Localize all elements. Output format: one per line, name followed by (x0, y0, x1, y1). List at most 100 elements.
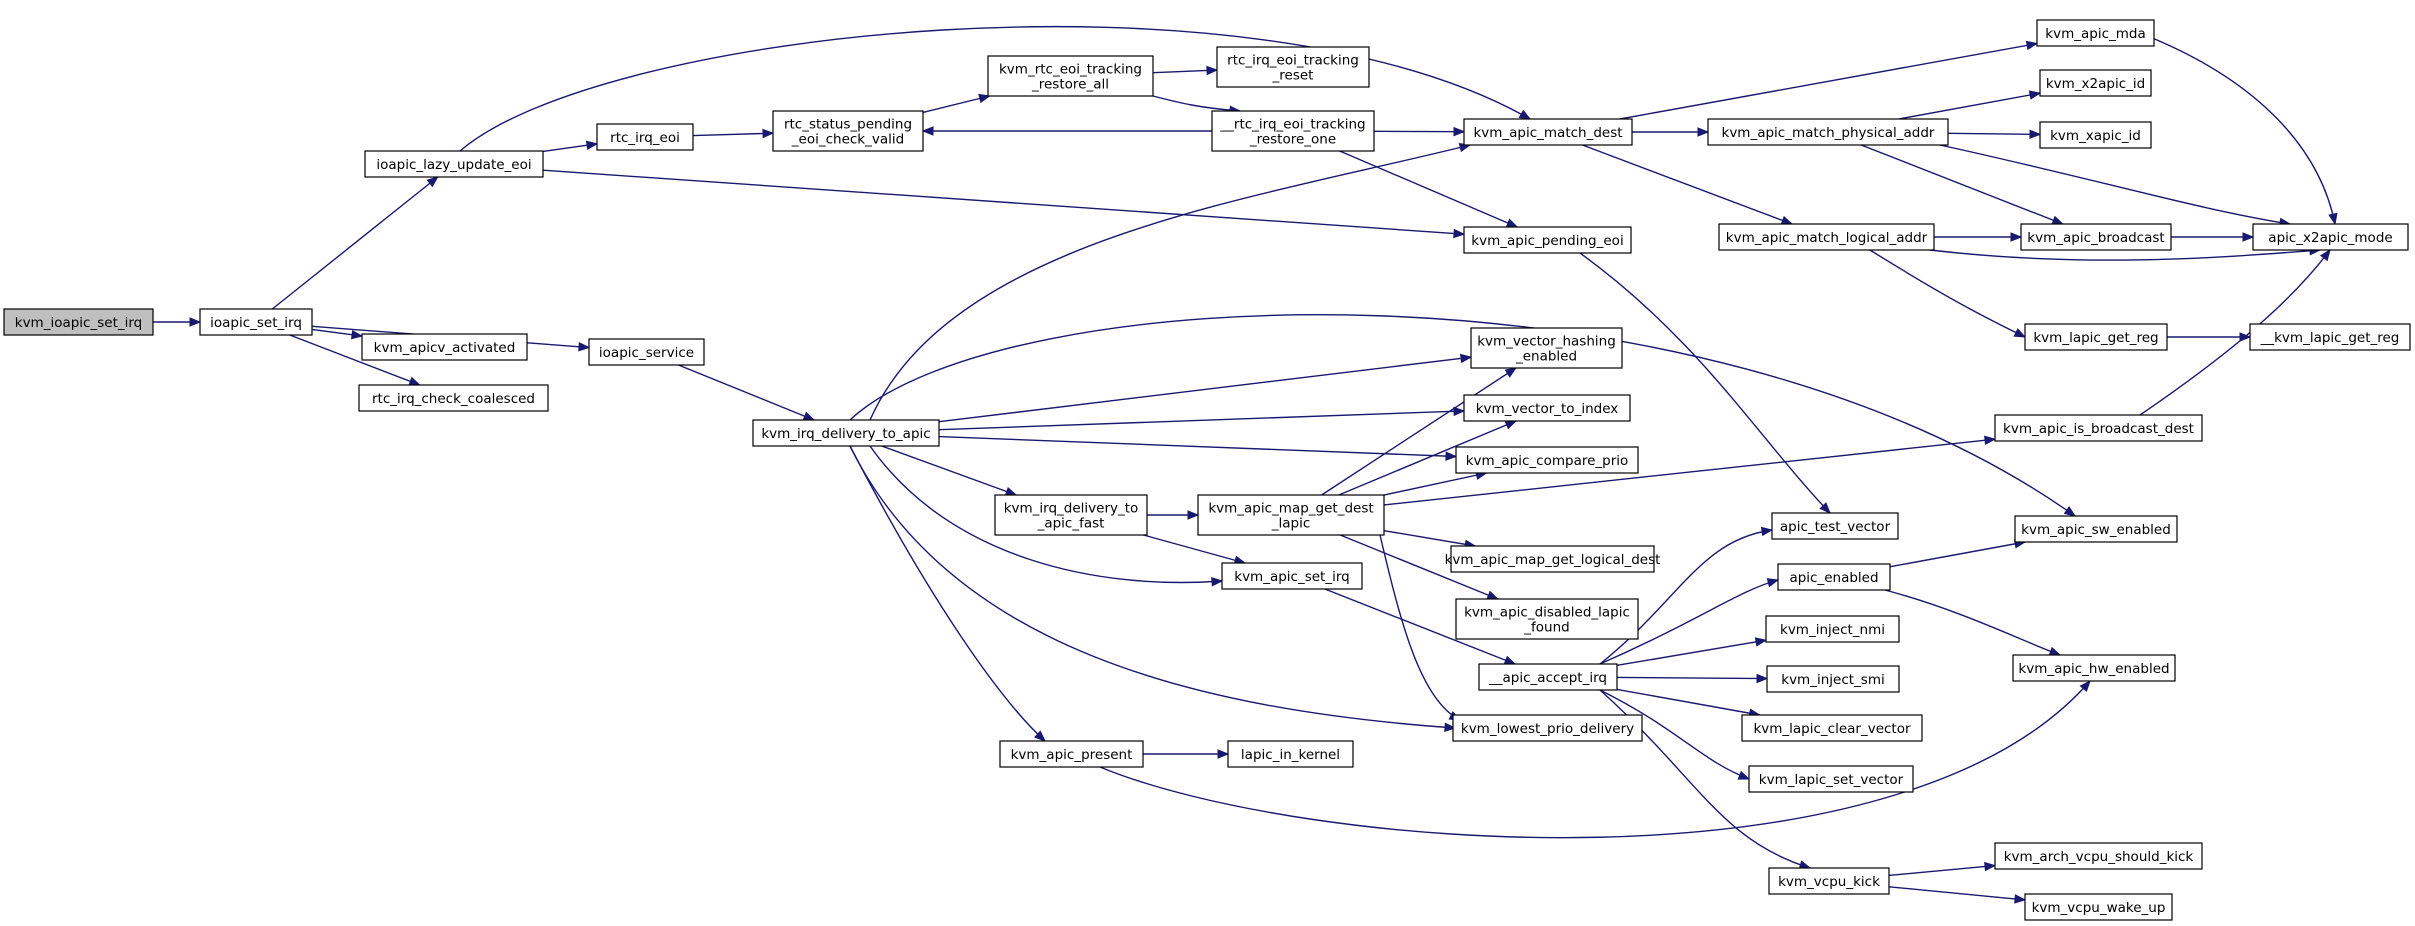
node-kvm-apic-hw-enabled[interactable]: kvm_apic_hw_enabled (2012, 654, 2176, 682)
edge-apic_enabled-to-kvm_apic_sw_enabled (1889, 539, 2027, 568)
node-ioapic-lazy-update-eoi[interactable]: ioapic_lazy_update_eoi (364, 150, 544, 178)
edge-line (1889, 541, 2026, 568)
node-box (1994, 842, 2203, 870)
node-box (2012, 654, 2176, 682)
node-kvm-apic-present[interactable]: kvm_apic_present (999, 740, 1144, 768)
edge-line (1599, 529, 1773, 665)
edge-ioapic_lazy_update_eoi-to-kvm_apic_match_dest (459, 26, 1532, 152)
node-lapic-in-kernel[interactable]: lapic_in_kernel (1227, 740, 1354, 768)
node-label-line: kvm_x2apic_id (2046, 76, 2145, 92)
node-kvm-vector-hashing-enabled[interactable]: kvm_vector_hashing_enabled (1470, 327, 1623, 369)
node-kvm-apic-sw-enabled[interactable]: kvm_apic_sw_enabled (2014, 515, 2178, 543)
edge-kvm_lapic_get_reg-to-__kvm_lapic_get_reg (2167, 332, 2252, 342)
node-kvm-apic-compare-prio[interactable]: kvm_apic_compare_prio (1455, 446, 1639, 474)
node-rtc-irq-check-coalesced[interactable]: rtc_irq_check_coalesced (358, 384, 549, 412)
node-box (987, 55, 1154, 97)
node-kvm-apic-is-broadcast-dest[interactable]: kvm_apic_is_broadcast_dest (1994, 414, 2203, 442)
arrowhead (1737, 770, 1751, 780)
node-kvm-apic-mda[interactable]: kvm_apic_mda (2036, 19, 2155, 47)
node-rtc-status-pending-eoi-check-valid[interactable]: rtc_status_pending_eoi_check_valid (772, 110, 924, 152)
node-kvm-ioapic-set-irq[interactable]: kvm_ioapic_set_irq (3, 308, 154, 336)
node-kvm-xapic-id[interactable]: kvm_xapic_id (2039, 121, 2152, 149)
node-kvm-vcpu-wake-up[interactable]: kvm_vcpu_wake_up (2024, 893, 2173, 921)
node-box (1450, 545, 1655, 573)
edge-kvm_apic_map_get_dest_lapic-to-kvm_apic_is_broadcast_dest (1383, 435, 1997, 506)
node-box (999, 740, 1144, 768)
node-kvm-apicv-activated[interactable]: kvm_apicv_activated (361, 333, 528, 361)
node-kvm-apic-pending-eoi[interactable]: kvm_apic_pending_eoi (1463, 226, 1632, 254)
node-kvm-lapic-get-reg[interactable]: kvm_lapic_get_reg (2024, 323, 2168, 351)
arrowhead (2063, 506, 2077, 517)
edge-kvm_rtc_eoi_tracking_restore_all-to-rtc_irq_eoi_tracking_reset (1152, 65, 1219, 76)
node-kvm-lapic-set-vector[interactable]: kvm_lapic_set_vector (1748, 765, 1914, 793)
arrowhead (978, 93, 991, 104)
node-kvm-apic-match-physical-addr[interactable]: kvm_apic_match_physical_addr (1707, 118, 1949, 146)
node-ioapic-service[interactable]: ioapic_service (588, 338, 705, 366)
node-kvm-apic-disabled-lapic-found[interactable]: kvm_apic_disabled_lapic_found (1455, 598, 1639, 640)
edge-kvm_apic_map_get_dest_lapic-to-kvm_vector_to_index (1338, 420, 1518, 496)
node-box (1718, 223, 1935, 251)
node-box (1777, 563, 1891, 591)
node-apic-enabled[interactable]: apic_enabled (1777, 563, 1891, 591)
node-kvm-apic-map-get-dest-lapic[interactable]: kvm_apic_map_get_dest_lapic (1197, 494, 1385, 536)
node-kvm-lapic-clear-vector[interactable]: kvm_lapic_clear_vector (1741, 714, 1923, 742)
edge-kvm_irq_delivery_to_apic-to-kvm_apic_sw_enabled (849, 314, 2077, 517)
node---apic-accept-irq[interactable]: __apic_accept_irq (1478, 663, 1618, 691)
node-kvm-inject-smi[interactable]: kvm_inject_smi (1766, 665, 1900, 693)
edge-line (271, 176, 439, 310)
edge-kvm_irq_delivery_to_apic-to-kvm_apic_match_dest (869, 142, 1472, 421)
arrowhead (1004, 486, 1018, 496)
node-rtc-irq-eoi[interactable]: rtc_irq_eoi (596, 123, 694, 151)
node---kvm-lapic-get-reg[interactable]: __kvm_lapic_get_reg (2249, 323, 2411, 351)
node-rtc-irq-eoi-tracking-reset[interactable]: rtc_irq_eoi_tracking_reset (1216, 46, 1370, 88)
node-kvm-irq-delivery-to-apic-fast[interactable]: kvm_irq_delivery_to_apic_fast (994, 494, 1148, 536)
node-label-line: ioapic_service (599, 345, 694, 361)
edge-line (2139, 32, 2336, 225)
edge-line (922, 95, 990, 114)
node-kvm-vector-to-index[interactable]: kvm_vector_to_index (1463, 394, 1631, 422)
arrowhead (1504, 367, 1518, 378)
node---rtc-irq-eoi-tracking-restore-one[interactable]: __rtc_irq_eoi_tracking_restore_one (1211, 110, 1375, 152)
node-kvm-irq-delivery-to-apic[interactable]: kvm_irq_delivery_to_apic (752, 419, 940, 447)
edge-line (938, 435, 1457, 458)
arrowhead (1505, 218, 1519, 228)
node-box (361, 333, 528, 361)
edge-line (1947, 132, 2041, 136)
arrowhead (1460, 353, 1473, 364)
edge-kvm_vcpu_kick-to-kvm_vcpu_wake_up (1888, 886, 2027, 904)
node-ioapic-set-irq[interactable]: ioapic_set_irq (199, 308, 313, 336)
node-kvm-rtc-eoi-tracking-restore-all[interactable]: kvm_rtc_eoi_tracking_restore_all (987, 55, 1154, 97)
arrowhead (2079, 679, 2091, 693)
edge-apic_enabled-to-kvm_apic_hw_enabled (1884, 589, 2062, 656)
edge-layer (153, 26, 2338, 904)
edge-line (1616, 639, 1767, 667)
node-kvm-apic-match-logical-addr[interactable]: kvm_apic_match_logical_addr (1718, 223, 1935, 251)
node-kvm-inject-nmi[interactable]: kvm_inject_nmi (1765, 615, 1900, 643)
node-kvm-x2apic-id[interactable]: kvm_x2apic_id (2039, 69, 2152, 97)
node-apic-test-vector[interactable]: apic_test_vector (1771, 512, 1899, 540)
edge-line (1099, 680, 2091, 839)
node-kvm-lowest-prio-delivery[interactable]: kvm_lowest_prio_delivery (1452, 714, 1643, 742)
edge-line (869, 144, 1471, 421)
node-kvm-vcpu-kick[interactable]: kvm_vcpu_kick (1768, 867, 1890, 895)
edge-line (881, 445, 1017, 496)
node-kvm-apic-broadcast[interactable]: kvm_apic_broadcast (2020, 223, 2172, 251)
node-label-line: kvm_apic_broadcast (2027, 230, 2164, 246)
node-kvm-arch-vcpu-should-kick[interactable]: kvm_arch_vcpu_should_kick (1994, 842, 2203, 870)
edge-__apic_accept_irq-to-apic_enabled (1599, 578, 1780, 665)
node-apic-x2apic-mode[interactable]: apic_x2apic_mode (2252, 223, 2409, 251)
node-box (2024, 893, 2173, 921)
edge-kvm_apic_match_dest-to-kvm_apic_match_physical_addr (1632, 127, 1710, 137)
node-label-line: rtc_irq_eoi (610, 130, 680, 146)
node-label-line: _lapic (1271, 516, 1311, 532)
edge-kvm_irq_delivery_to_apic-to-kvm_apic_present (849, 445, 1046, 742)
edge-ioapic_set_irq-to-rtc_irq_check_coalesced (289, 334, 421, 386)
node-kvm-apic-map-get-logical-dest[interactable]: kvm_apic_map_get_logical_dest (1445, 545, 1661, 573)
node-box (772, 110, 924, 152)
edge-line (1860, 144, 2064, 225)
arrowhead (585, 140, 599, 150)
edge-kvm_apic_match_dest-to-kvm_apic_mda (1619, 40, 2039, 120)
node-kvm-apic-match-dest[interactable]: kvm_apic_match_dest (1463, 118, 1633, 146)
edge-line (869, 445, 1223, 584)
node-kvm-apic-set-irq[interactable]: kvm_apic_set_irq (1221, 562, 1363, 590)
